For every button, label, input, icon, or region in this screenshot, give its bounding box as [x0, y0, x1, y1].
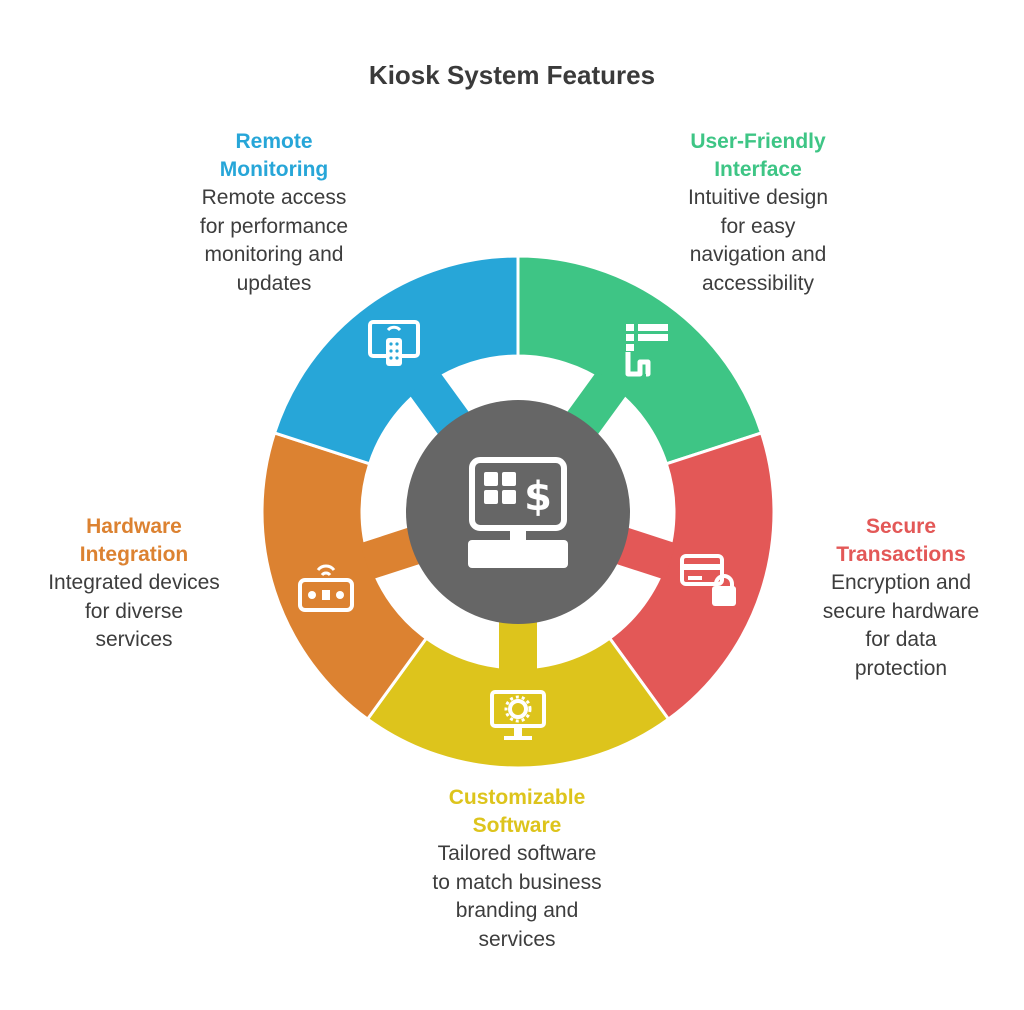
connector-user-friendly-interface	[566, 371, 628, 436]
feature-description: Tailored software to match business bran…	[432, 842, 602, 951]
feature-description: Remote access for performance monitoring…	[199, 186, 349, 295]
diagram-title: Kiosk System Features	[368, 60, 656, 90]
connector-remote-monitoring	[408, 371, 470, 436]
feature-hardware-integration: Hardware Integration Integrated devices …	[18, 513, 250, 655]
feature-title: Remote Monitoring	[219, 130, 329, 181]
feature-title: User-Friendly Interface	[690, 130, 826, 181]
feature-customizable-software: Customizable Software Tailored software …	[397, 784, 637, 954]
touch-menu-icon	[625, 324, 668, 377]
connector-secure-transactions	[614, 527, 677, 580]
feature-title: Customizable Software	[448, 786, 586, 837]
remote-screen-icon	[368, 320, 420, 366]
device-wireless-icon	[298, 564, 354, 612]
feature-remote-monitoring: Remote Monitoring Remote access for perf…	[164, 128, 384, 298]
monitor-gear-icon	[490, 690, 546, 740]
feature-description: Integrated devices for diverse services	[48, 571, 220, 651]
card-lock-icon	[680, 554, 736, 606]
feature-title: Hardware Integration	[79, 515, 189, 566]
feature-user-friendly-interface: User-Friendly Interface Intuitive design…	[638, 128, 878, 298]
connector-hardware-integration	[359, 527, 422, 580]
kiosk-payment-terminal-icon: $	[468, 457, 568, 568]
feature-title: Secure Transactions	[836, 515, 966, 566]
center-hub	[406, 400, 630, 624]
feature-description: Intuitive design for easy navigation and…	[687, 186, 829, 295]
feature-secure-transactions: Secure Transactions Encryption and secur…	[796, 513, 1006, 683]
feature-description: Encryption and secure hardware for data …	[822, 571, 980, 680]
svg-text:$: $	[524, 474, 552, 520]
